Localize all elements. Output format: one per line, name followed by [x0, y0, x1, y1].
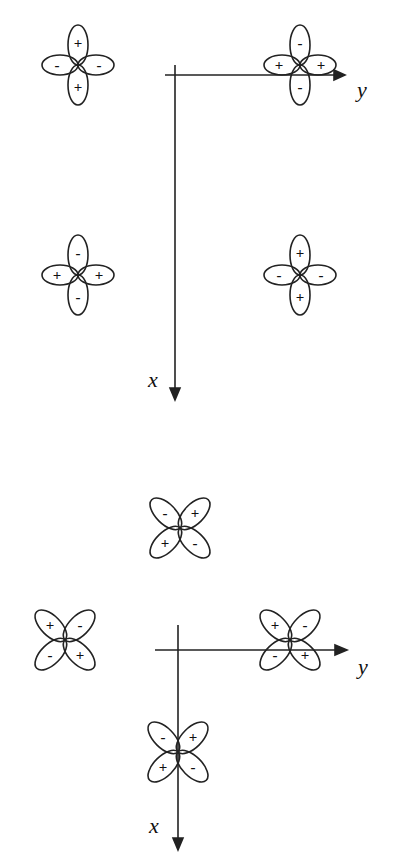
- arrowhead: [335, 645, 347, 655]
- axis-label: y: [358, 656, 368, 678]
- phase-sign: +: [76, 648, 85, 663]
- phase-sign: +: [159, 760, 168, 775]
- phase-sign: +: [74, 80, 83, 95]
- d-orbital: [121, 695, 234, 808]
- d-orbital: [8, 583, 121, 696]
- phase-sign: -: [193, 536, 198, 551]
- d-orbital: [233, 583, 346, 696]
- axis-label: x: [149, 815, 159, 837]
- x-axis: [174, 65, 176, 398]
- phase-sign: +: [161, 536, 170, 551]
- phase-sign: -: [76, 246, 81, 261]
- arrowhead: [170, 388, 180, 400]
- arrowhead: [334, 70, 345, 80]
- phase-sign: -: [48, 648, 53, 663]
- phase-sign: -: [78, 618, 83, 633]
- phase-sign: -: [298, 36, 303, 51]
- phase-sign: +: [271, 618, 280, 633]
- phase-sign: -: [55, 58, 60, 73]
- phase-sign: -: [161, 730, 166, 745]
- phase-sign: -: [163, 506, 168, 521]
- phase-sign: +: [317, 58, 326, 73]
- phase-sign: +: [191, 506, 200, 521]
- phase-sign: -: [76, 290, 81, 305]
- d-orbital: [264, 235, 336, 315]
- phase-sign: +: [95, 268, 104, 283]
- phase-sign: +: [296, 290, 305, 305]
- d-orbital: [42, 25, 114, 105]
- d-orbital: [123, 471, 236, 584]
- x-axis: [177, 625, 179, 848]
- phase-sign: -: [191, 760, 196, 775]
- phase-sign: -: [298, 80, 303, 95]
- phase-sign: +: [74, 36, 83, 51]
- phase-sign: -: [319, 268, 324, 283]
- phase-sign: -: [97, 58, 102, 73]
- phase-sign: +: [275, 58, 284, 73]
- d-orbital: [42, 235, 114, 315]
- y-axis: [155, 649, 345, 651]
- phase-sign: +: [53, 268, 62, 283]
- d-orbital: [264, 25, 336, 105]
- phase-sign: +: [296, 246, 305, 261]
- phase-sign: -: [277, 268, 282, 283]
- phase-sign: -: [303, 618, 308, 633]
- phase-sign: +: [189, 730, 198, 745]
- arrowhead: [173, 838, 183, 850]
- phase-sign: +: [301, 648, 310, 663]
- axis-label: x: [148, 369, 158, 391]
- phase-sign: -: [273, 648, 278, 663]
- phase-sign: +: [46, 618, 55, 633]
- axis-label: y: [357, 79, 367, 101]
